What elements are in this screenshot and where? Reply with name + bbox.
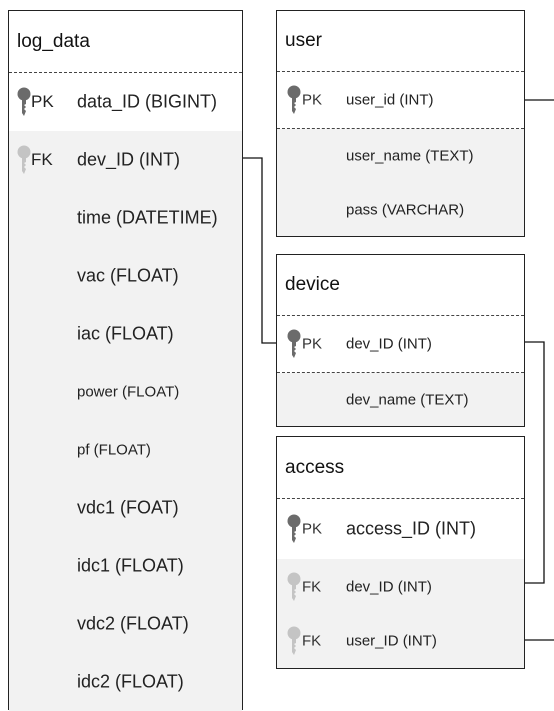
field-key-tag: FK xyxy=(31,150,53,169)
field-row-vdc2: vdc2 (FLOAT) xyxy=(9,595,242,653)
field-name: vdc2 (FLOAT) xyxy=(77,613,189,634)
table-name: user xyxy=(285,30,322,51)
field-name: idc1 (FLOAT) xyxy=(77,555,184,576)
table-name: device xyxy=(285,274,340,295)
field-name: dev_ID (INT) xyxy=(77,149,181,170)
field-name: user_id (INT) xyxy=(346,91,434,109)
field-key-tag: PK xyxy=(31,92,54,111)
field-row-access-id: PK access_ID (INT) xyxy=(277,499,524,559)
field-row-pass: pass (VARCHAR) xyxy=(277,183,524,236)
field-name: dev_name (TEXT) xyxy=(346,391,469,408)
field-row-dev-id: FK dev_ID (INT) xyxy=(277,559,524,614)
field-name: access_ID (INT) xyxy=(346,518,477,539)
table-title: log_data xyxy=(9,11,242,73)
field-name: pass (VARCHAR) xyxy=(346,201,465,218)
table-title: user xyxy=(277,11,524,72)
field-row-pf: pf (FLOAT) xyxy=(9,421,242,479)
field-name: vdc1 (FOAT) xyxy=(77,497,179,518)
field-row-user-id: FK user_ID (INT) xyxy=(277,614,524,668)
field-name: vac (FLOAT) xyxy=(77,265,179,286)
field-row-data-id: PK data_ID (BIGINT) xyxy=(9,73,242,131)
field-row-dev-name: dev_name (TEXT) xyxy=(277,373,524,426)
table-name: access xyxy=(285,456,345,478)
field-row-power: power (FLOAT) xyxy=(9,363,242,421)
field-name: iac (FLOAT) xyxy=(77,323,174,344)
field-name: dev_ID (INT) xyxy=(346,335,432,353)
foreign-key-icon xyxy=(287,572,301,601)
field-name: time (DATETIME) xyxy=(77,207,218,228)
foreign-key-icon xyxy=(287,626,301,655)
field-row-time: time (DATETIME) xyxy=(9,189,242,247)
field-row-dev-id: PK dev_ID (INT) xyxy=(277,316,524,373)
field-key-tag: FK xyxy=(302,632,322,650)
field-name: user_name (TEXT) xyxy=(346,147,474,165)
table-user: user PK user_id (INT) user_name (TEXT) p… xyxy=(276,10,525,237)
field-row-user-name: user_name (TEXT) xyxy=(277,129,524,183)
table-title: access xyxy=(277,437,524,499)
field-row-iac: iac (FLOAT) xyxy=(9,305,242,363)
field-row-user-id: PK user_id (INT) xyxy=(277,72,524,129)
primary-key-icon xyxy=(17,87,31,116)
field-name: pf (FLOAT) xyxy=(77,441,151,459)
table-access: access PK access_ID (INT) FK dev_ID (INT… xyxy=(276,436,525,669)
field-name: idc2 (FLOAT) xyxy=(77,671,184,692)
table-title: device xyxy=(277,255,524,316)
field-key-tag: PK xyxy=(302,335,323,353)
field-key-tag: PK xyxy=(302,91,323,109)
table-name: log_data xyxy=(17,30,90,52)
field-name: data_ID (BIGINT) xyxy=(77,91,218,112)
table-log-data: log_data PK data_ID (BIGINT) FK dev_ID (… xyxy=(8,10,243,711)
relation-access-device xyxy=(525,341,545,584)
primary-key-icon xyxy=(287,329,301,358)
relation-log-data-device xyxy=(243,157,276,344)
field-name: user_ID (INT) xyxy=(346,632,437,650)
foreign-key-icon xyxy=(17,145,31,174)
field-row-dev-id: FK dev_ID (INT) xyxy=(9,131,242,189)
field-row-vac: vac (FLOAT) xyxy=(9,247,242,305)
primary-key-icon xyxy=(287,85,301,114)
table-device: device PK dev_ID (INT) dev_name (TEXT) xyxy=(276,254,525,427)
field-name: dev_ID (INT) xyxy=(346,578,432,595)
primary-key-icon xyxy=(287,514,301,543)
field-row-idc1: idc1 (FLOAT) xyxy=(9,537,242,595)
field-key-tag: FK xyxy=(302,578,322,595)
field-name: power (FLOAT) xyxy=(77,383,180,401)
field-row-vdc1: vdc1 (FOAT) xyxy=(9,479,242,537)
field-key-tag: PK xyxy=(302,520,323,538)
